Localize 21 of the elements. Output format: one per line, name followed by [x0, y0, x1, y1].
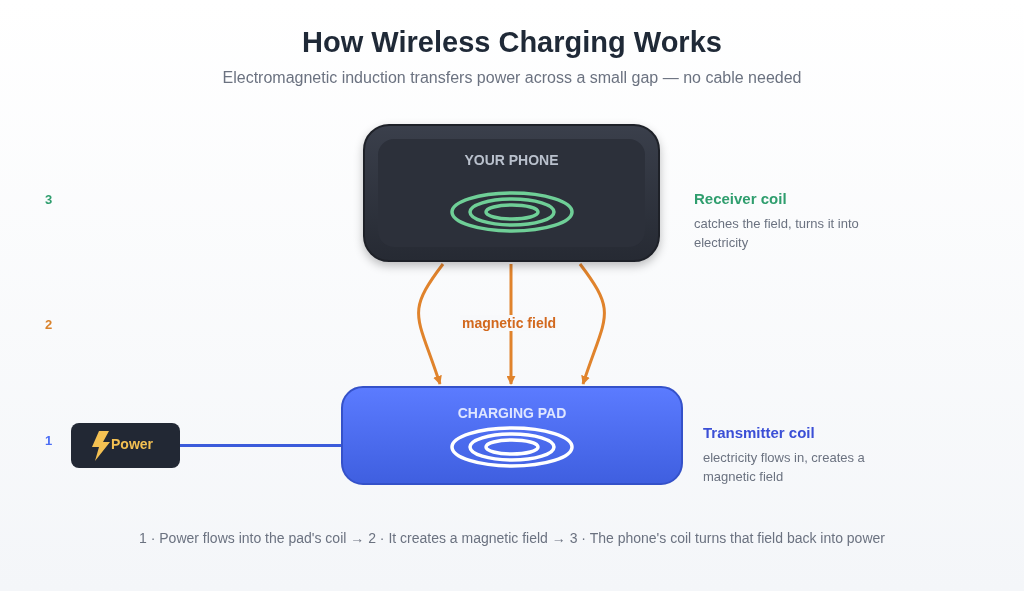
step-number: 3 [45, 192, 53, 207]
device-label: CHARGING PAD [456, 405, 568, 421]
phone-box [363, 124, 660, 262]
coil-heading: Receiver coil [694, 190, 787, 207]
field-arrow [506, 264, 516, 385]
edge-label: magnetic field [460, 315, 559, 331]
button-label: Power [111, 436, 153, 452]
subtitle: Electromagnetic induction transfers power across a small gap — no cable needed [221, 69, 803, 87]
device-label: YOUR PHONE [463, 152, 560, 168]
coil-heading: Transmitter coil [703, 424, 815, 441]
power-source-box [71, 423, 180, 468]
diagram-title: How Wireless Charging Works [301, 26, 723, 59]
summary-text: 1 · Power flows into the pad's coil → 2 · It creates a magnetic field → 3 · The phone's coil turns that field back into power [138, 530, 886, 546]
field-arrow [417, 263, 445, 385]
connector-line [180, 444, 341, 447]
coil-description: electricity flows in, creates a magnetic field [703, 449, 866, 486]
step-number: 1 [45, 433, 53, 448]
coil-description: catches the field, turns it into electricity [694, 215, 860, 252]
field-arrow [578, 263, 606, 385]
step-number: 2 [45, 317, 53, 332]
charging-pad-box [341, 386, 683, 485]
